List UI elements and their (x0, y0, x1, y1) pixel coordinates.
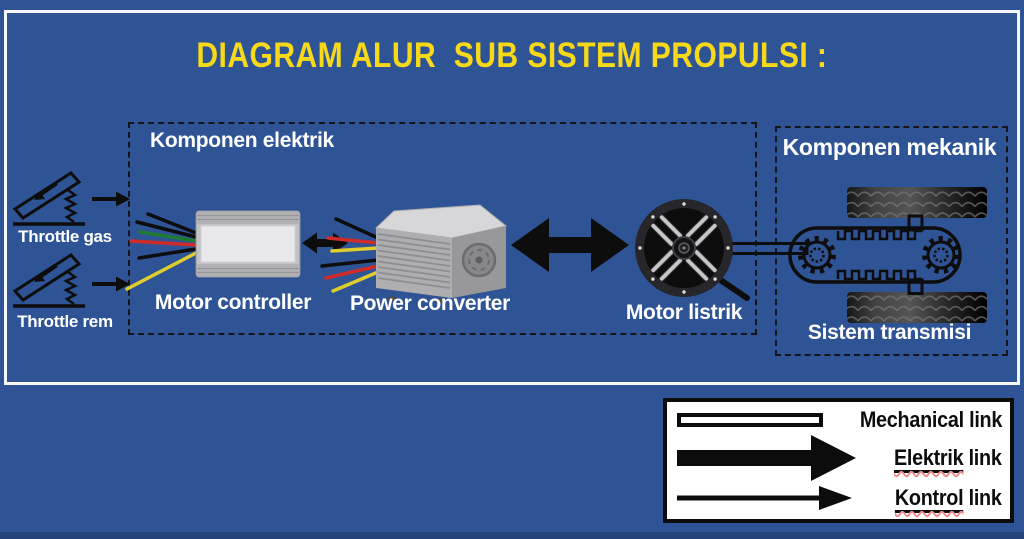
legend-row-kontrol: Kontrol link (677, 483, 1002, 513)
legend-row-mechanical: Mechanical link (677, 407, 1002, 433)
motor-controller-label: Motor controller (154, 291, 312, 314)
electric-components-group-box (128, 122, 757, 335)
motor-listrik-label: Motor listrik (625, 301, 743, 324)
legend-box: Mechanical link Elektrik link Kontrol li… (663, 398, 1014, 523)
mechanical-group-label: Komponen mekanik (782, 134, 997, 160)
elektrik-link-arrow-icon (677, 434, 856, 481)
mechanical-link-bar-icon (677, 412, 823, 427)
elektrik-link-arrow-big (511, 218, 629, 272)
electric-group-label: Komponen elektrik (150, 129, 334, 152)
motor-controller-image (195, 210, 301, 278)
kontrol-link-arrow-gas (92, 191, 130, 207)
transmission-label: Sistem transmisi (807, 321, 972, 344)
legend-mechanical-label: Mechanical link (859, 406, 1003, 432)
outer-frame (4, 10, 1020, 385)
kontrol-link-arrow-icon (677, 485, 852, 510)
legend-kontrol-suffix: link (963, 484, 1002, 510)
legend-row-elektrik: Elektrik link (677, 434, 1002, 482)
legend-elektrik-suffix: link (963, 444, 1002, 470)
throttle-rem-pedal-icon (11, 253, 87, 308)
power-converter-label: Power converter (349, 292, 511, 315)
page-title: DIAGRAM ALUR SUB SISTEM PROPULSI : (196, 36, 828, 75)
drive-shaft-mechanical-link (725, 242, 809, 255)
legend-kontrol-word: Kontrol (895, 484, 964, 513)
power-converter-image (374, 204, 508, 304)
throttle-gas-pedal-icon (11, 171, 87, 226)
bottom-bar (0, 532, 1024, 539)
wheel-top-image (847, 187, 987, 218)
motor-controller-wires (125, 212, 198, 291)
legend-kontrol-label: Kontrol link (895, 484, 1002, 513)
power-converter-wires (320, 217, 380, 293)
throttle-rem-label: Throttle rem (17, 312, 113, 331)
legend-elektrik-label: Elektrik link (894, 444, 1002, 473)
kontrol-link-arrow-rem (92, 276, 130, 292)
motor-listrik-image (635, 199, 750, 301)
belt-drive-image (788, 226, 962, 284)
throttle-gas-label: Throttle gas (18, 227, 112, 246)
mechanical-components-group-box (775, 126, 1008, 356)
wheel-bottom-image (847, 292, 987, 323)
legend-elektrik-word: Elektrik (894, 444, 964, 473)
